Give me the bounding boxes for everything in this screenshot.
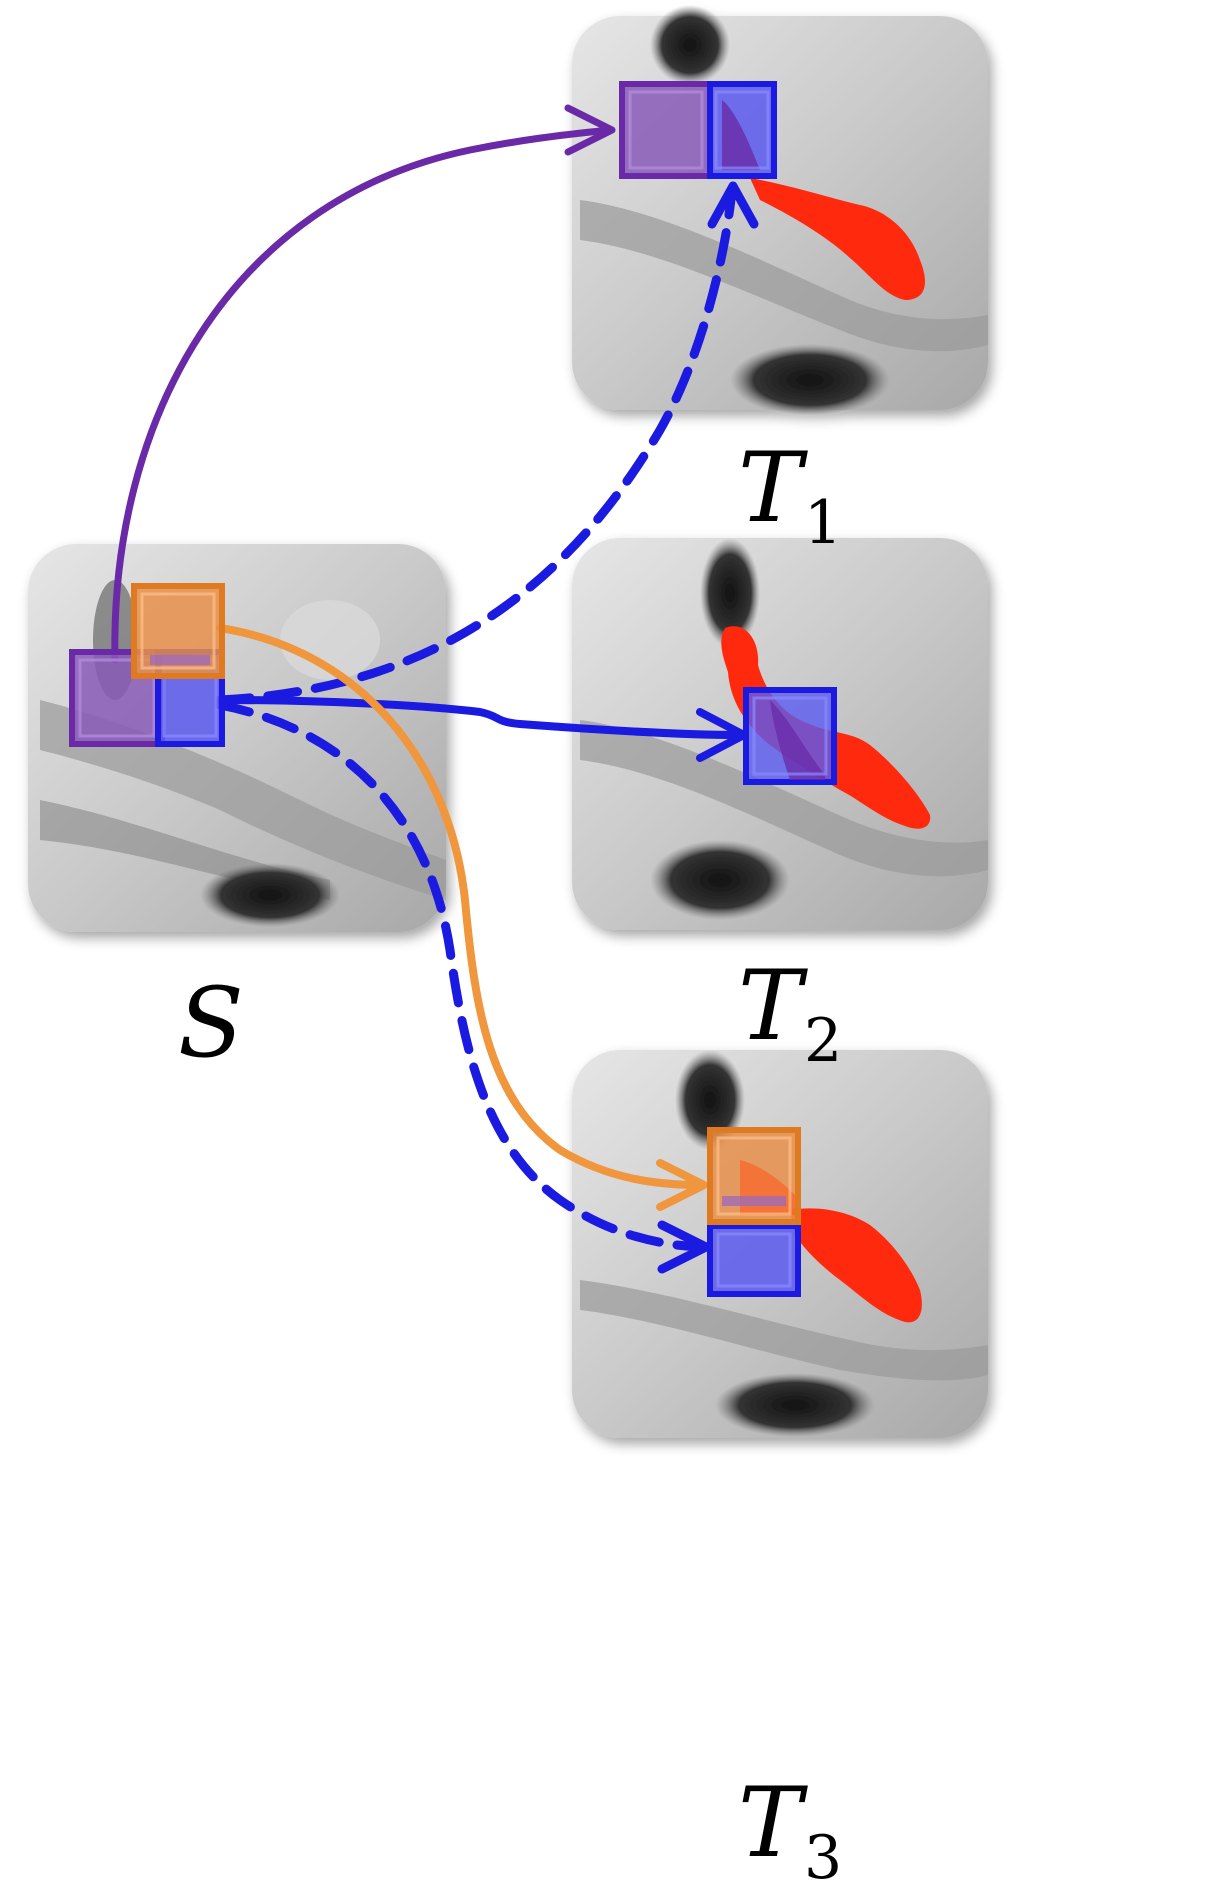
- t1-blue-patch: [707, 81, 777, 179]
- purple-arrow-s-to-t1: [111, 104, 616, 664]
- label-target-2-letter: T: [738, 950, 803, 1062]
- label-target-3-index: 3: [804, 1823, 843, 1893]
- label-target-1: T1: [738, 440, 842, 553]
- label-target-2: T2: [738, 958, 842, 1071]
- t2-blue-patch: [743, 687, 837, 785]
- t3-orange-patch: [707, 1127, 801, 1225]
- label-source-letter: S: [178, 967, 244, 1079]
- segmentation-region-t1: [750, 178, 925, 300]
- segmentation-region-t2: [721, 626, 931, 829]
- target-image-panel-1: [572, 5, 988, 416]
- orange-arrow-s-to-t3: [216, 624, 708, 1211]
- t3-blue-patch: [707, 1223, 801, 1297]
- target-image-panel-3: [572, 1050, 988, 1438]
- source-orange-patch: [131, 583, 225, 679]
- blue-dashed-arrow-s-to-t1: [215, 181, 759, 705]
- label-target-3-letter: T: [738, 1767, 803, 1879]
- label-source: S: [178, 975, 244, 1071]
- label-target-3: T3: [738, 1775, 842, 1888]
- label-target-2-index: 2: [804, 1006, 843, 1076]
- blue-dashed-arrow-s-to-t3: [215, 700, 711, 1274]
- t1-purple-patch: [619, 81, 713, 179]
- label-target-1-index: 1: [804, 488, 843, 558]
- segmentation-region-t3: [790, 1208, 922, 1323]
- label-target-1-letter: T: [738, 432, 803, 544]
